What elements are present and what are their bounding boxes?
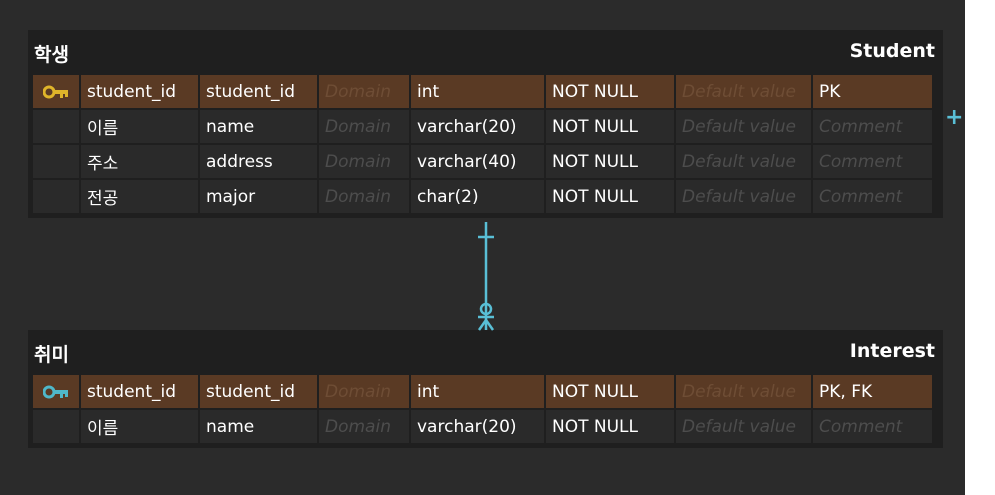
attribute-physical-name[interactable]: student_id <box>200 75 317 108</box>
attribute-domain[interactable]: Domain <box>319 110 409 143</box>
attribute-domain[interactable]: Domain <box>319 410 409 443</box>
table-row[interactable]: 전공 major Domain char(2) NOT NULL Default… <box>32 179 939 214</box>
attribute-data-type[interactable]: int <box>411 375 544 408</box>
entity-logical-name: 학생 <box>34 44 69 66</box>
attribute-physical-name[interactable]: student_id <box>200 375 317 408</box>
entity-physical-name: Student <box>849 40 935 62</box>
attribute-default-value[interactable]: Default value <box>676 180 811 213</box>
attribute-default-value[interactable]: Default value <box>676 375 811 408</box>
attribute-default-value[interactable]: Default value <box>676 145 811 178</box>
key-cell <box>33 110 79 143</box>
crow-foot-marker <box>477 319 488 331</box>
attribute-domain[interactable]: Domain <box>319 180 409 213</box>
entity-header[interactable]: 학생 Student <box>28 30 943 74</box>
attribute-comment[interactable]: Comment <box>813 180 932 213</box>
attribute-physical-name[interactable]: name <box>200 410 317 443</box>
entity-student[interactable]: 학생 Student student_id student_id Domain … <box>28 30 943 218</box>
attribute-default-value[interactable]: Default value <box>676 110 811 143</box>
table-row[interactable]: 주소 address Domain varchar(40) NOT NULL D… <box>32 144 939 179</box>
attribute-null-option[interactable]: NOT NULL <box>546 410 674 443</box>
attribute-physical-name[interactable]: major <box>200 180 317 213</box>
attribute-logical-name[interactable]: 주소 <box>81 145 198 178</box>
attribute-default-value[interactable]: Default value <box>676 410 811 443</box>
zero-marker <box>479 302 493 316</box>
attribute-comment[interactable]: PK, FK <box>813 375 932 408</box>
attribute-data-type[interactable]: int <box>411 75 544 108</box>
table-row[interactable]: 이름 name Domain varchar(20) NOT NULL Defa… <box>32 409 939 444</box>
attribute-null-option[interactable]: NOT NULL <box>546 110 674 143</box>
attribute-null-option[interactable]: NOT NULL <box>546 375 674 408</box>
attribute-domain[interactable]: Domain <box>319 145 409 178</box>
relationship-stub-icon[interactable]: + <box>945 105 964 130</box>
attribute-physical-name[interactable]: address <box>200 145 317 178</box>
attribute-logical-name[interactable]: 전공 <box>81 180 198 213</box>
canvas-gutter <box>965 0 995 495</box>
entity-header[interactable]: 취미 Interest <box>28 330 943 374</box>
attribute-logical-name[interactable]: 이름 <box>81 410 198 443</box>
attribute-null-option[interactable]: NOT NULL <box>546 145 674 178</box>
attribute-null-option[interactable]: NOT NULL <box>546 75 674 108</box>
attribute-data-type[interactable]: varchar(20) <box>411 410 544 443</box>
attribute-comment[interactable]: Comment <box>813 110 932 143</box>
attribute-comment[interactable]: Comment <box>813 145 932 178</box>
attribute-logical-name[interactable]: student_id <box>81 375 198 408</box>
attribute-data-type[interactable]: varchar(20) <box>411 110 544 143</box>
attribute-default-value[interactable]: Default value <box>676 75 811 108</box>
attribute-data-type[interactable]: char(2) <box>411 180 544 213</box>
pk-key-icon <box>43 85 68 98</box>
key-cell <box>33 410 79 443</box>
attribute-comment[interactable]: PK <box>813 75 932 108</box>
entity-physical-name: Interest <box>849 340 935 362</box>
key-cell <box>33 180 79 213</box>
attribute-logical-name[interactable]: student_id <box>81 75 198 108</box>
attribute-comment[interactable]: Comment <box>813 410 932 443</box>
key-cell <box>33 375 79 408</box>
pk-fk-key-icon <box>43 385 68 398</box>
key-cell <box>33 145 79 178</box>
attribute-domain[interactable]: Domain <box>319 75 409 108</box>
entity-interest[interactable]: 취미 Interest student_id student_id Domain… <box>28 330 943 448</box>
attribute-logical-name[interactable]: 이름 <box>81 110 198 143</box>
table-row[interactable]: student_id student_id Domain int NOT NUL… <box>32 74 939 109</box>
attribute-domain[interactable]: Domain <box>319 375 409 408</box>
entity-logical-name: 취미 <box>34 344 69 366</box>
attribute-physical-name[interactable]: name <box>200 110 317 143</box>
attribute-data-type[interactable]: varchar(40) <box>411 145 544 178</box>
attribute-null-option[interactable]: NOT NULL <box>546 180 674 213</box>
table-row[interactable]: student_id student_id Domain int NOT NUL… <box>32 374 939 409</box>
table-row[interactable]: 이름 name Domain varchar(20) NOT NULL Defa… <box>32 109 939 144</box>
key-cell <box>33 75 79 108</box>
